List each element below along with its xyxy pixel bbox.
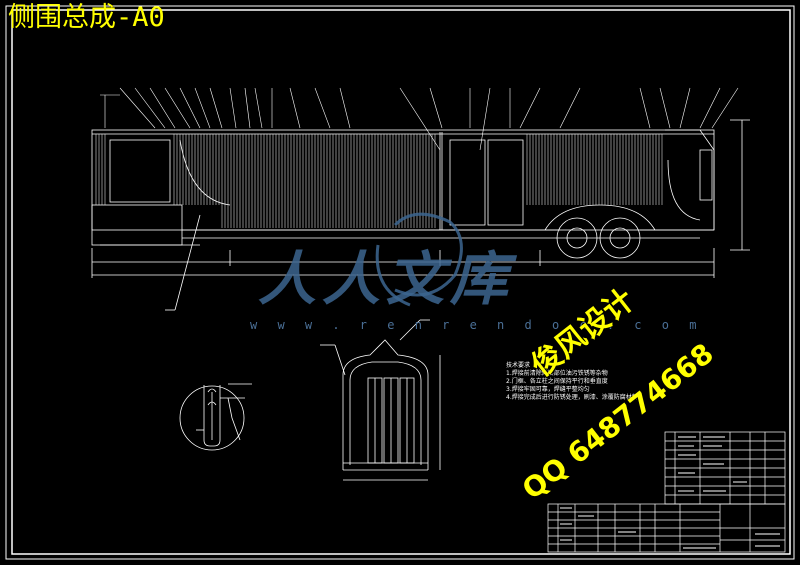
table-text-marks <box>560 436 780 549</box>
notes-line-3: 3.焊接牢固可靠，焊缝平整均匀 <box>506 386 590 393</box>
drawing-title: 侧围总成-A0 <box>8 2 165 33</box>
door-left <box>449 139 486 226</box>
detail-circle <box>179 385 245 451</box>
side-panel-ribs <box>95 134 663 228</box>
title-block <box>547 431 786 553</box>
section-outline <box>342 339 429 470</box>
body-outline <box>91 129 715 231</box>
watermark-site: w w w . r e n r e n d o c . c o m <box>250 318 703 332</box>
wheel-rear-1 <box>556 217 598 259</box>
watermark-brand: 人人文库 <box>258 245 515 313</box>
cross-section-view <box>320 319 441 481</box>
notes-heading: 技术要求 <box>506 362 531 369</box>
notes-line-1: 1.焊接前清除焊接部位油污铁锈等杂物 <box>506 370 608 377</box>
side-view <box>91 119 750 311</box>
technical-notes: 技术要求 1.焊接前清除焊接部位油污铁锈等杂物 2.门框、各立柱之间保持平行和垂… <box>506 362 638 402</box>
rear-chassis <box>91 204 183 246</box>
watermark-graphic <box>375 212 463 307</box>
notes-line-2: 2.门框、各立柱之间保持平行和垂直度 <box>506 378 608 385</box>
outer-border <box>5 5 795 560</box>
inner-border <box>11 9 791 555</box>
notes-line-4: 4.焊接完成后进行防锈处理，刷漆、涂覆防腐材料 <box>506 394 638 401</box>
door-right <box>487 139 524 226</box>
part-leaders <box>100 87 739 151</box>
detail-view <box>179 383 252 451</box>
wheel-rear-2 <box>599 217 641 259</box>
